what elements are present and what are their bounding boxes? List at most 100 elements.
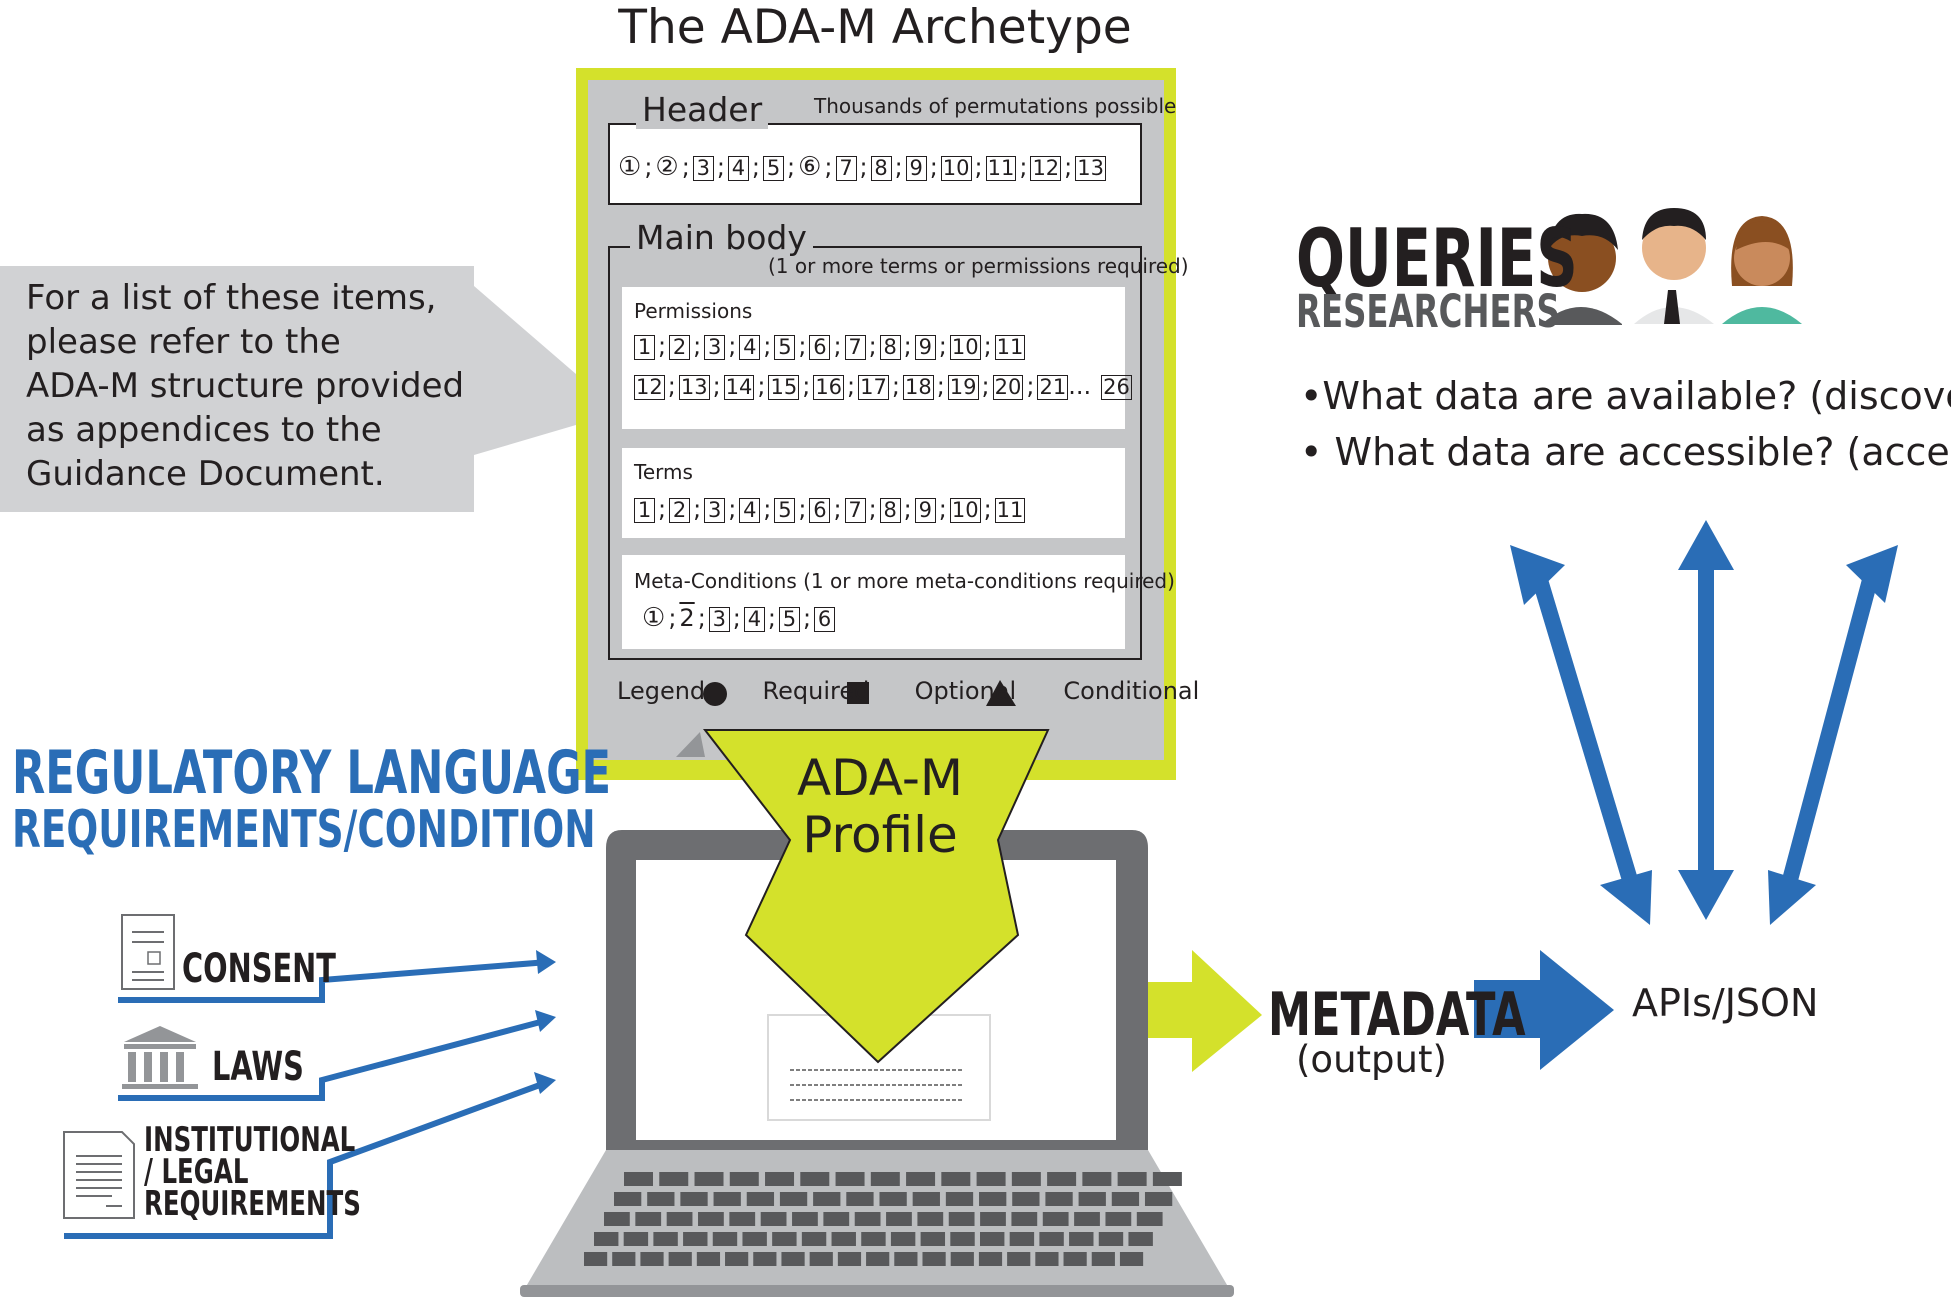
meta-condition-token-5: 5	[778, 607, 800, 632]
keyboard-key	[772, 1232, 797, 1246]
legend: Legend: Required Optional Conditional	[617, 676, 1199, 705]
token-separator: ;	[833, 495, 842, 523]
keyboard-key	[1045, 1192, 1073, 1206]
keyboard-key	[713, 1192, 741, 1206]
permission-token-3: 3	[704, 335, 726, 360]
permissions-row-2: 12;13;14;15;16;17;18;19;20;21...26	[634, 371, 1132, 400]
keyboard-key	[712, 1232, 738, 1246]
token-separator: ;	[847, 372, 856, 400]
keyboard-key	[886, 1212, 912, 1226]
keyboard-key	[653, 1232, 678, 1246]
keyboard-key	[792, 1212, 818, 1226]
keyboard-key	[668, 1252, 692, 1266]
researcher-avatar-1	[1542, 213, 1622, 325]
term-token-10: 10	[949, 498, 981, 523]
permission-token-17: 17	[858, 375, 889, 400]
header-token-2: ②	[655, 152, 679, 182]
header-token-4: 4	[727, 156, 749, 181]
profile-line-1: ADA-M	[796, 749, 964, 807]
term-token-11: 11	[994, 498, 1026, 523]
courthouse-icon	[122, 1026, 198, 1089]
permission-token-12: 12	[634, 375, 665, 400]
regulatory-title: REGULATORY LANGUAGE	[12, 738, 612, 808]
keyboard-key	[594, 1232, 619, 1246]
term-token-6: 6	[809, 498, 831, 523]
header-token-5: 5	[763, 156, 784, 181]
permission-token-8: 8	[879, 335, 901, 360]
keyboard-key	[1069, 1232, 1094, 1246]
keyboard-key	[809, 1252, 833, 1266]
keyboard-key	[760, 1212, 787, 1226]
token-separator: ;	[974, 153, 983, 181]
keyboard-key	[683, 1232, 708, 1246]
term-token-4: 4	[739, 498, 761, 523]
keyboard-key	[635, 1212, 662, 1226]
consent-document-icon	[121, 914, 175, 990]
terms-title: Terms	[634, 460, 693, 484]
keyboard-key	[640, 1252, 664, 1266]
regulatory-arrowheads	[534, 950, 556, 1094]
keyboard-key	[950, 1232, 975, 1246]
permission-token-9: 9	[914, 335, 936, 360]
diagram-title: The ADA-M Archetype	[618, 0, 1132, 55]
token-separator: ;	[833, 332, 842, 360]
permission-token-19: 19	[947, 375, 979, 400]
token-separator: ;	[983, 332, 992, 360]
keyboard-key	[1098, 1232, 1124, 1246]
keyboard-key	[1078, 1192, 1106, 1206]
token-separator: ;	[787, 153, 796, 181]
permission-token-26: 26	[1101, 375, 1132, 400]
legend-required-icon	[703, 682, 727, 706]
token-separator: ;	[728, 495, 737, 523]
meta-condition-token-6: 6	[814, 607, 836, 632]
keyboard-key	[866, 1252, 890, 1266]
query-bullet-2: • What data are accessible? (access)	[1300, 430, 1951, 474]
metadata-title: METADATA	[1268, 980, 1526, 1050]
keyboard-key	[976, 1172, 1006, 1186]
header-token-1: ①	[618, 152, 642, 182]
institutional-line-1: INSTITUTIONAL	[144, 1120, 356, 1160]
permission-token-13: 13	[678, 375, 710, 400]
queries-title: QUERIES	[1296, 212, 1578, 305]
keyboard-key	[1012, 1192, 1040, 1206]
header-token-3: 3	[692, 156, 714, 181]
institutional-line-2: / LEGAL	[144, 1152, 249, 1192]
permissions-panel: Permissions 1;2;3;4;5;6;7;8;9;10;11 12;1…	[622, 287, 1132, 429]
permission-token-14: 14	[723, 375, 755, 400]
header-token-7: 7	[835, 156, 857, 181]
permission-token-10: 10	[949, 335, 981, 360]
profile-arrow-shape	[702, 729, 1050, 1064]
token-separator: ;	[732, 604, 741, 632]
keyboard-key	[753, 1252, 777, 1266]
permission-token-18: 18	[902, 375, 934, 400]
token-separator: ;	[938, 332, 947, 360]
institutional-label: INSTITUTIONAL / LEGAL REQUIREMENTS	[144, 1120, 361, 1221]
keyboard-key	[801, 1232, 827, 1246]
token-separator: ;	[868, 332, 877, 360]
legend-conditional-label: Conditional	[1063, 677, 1200, 705]
keyboard-key	[1042, 1212, 1069, 1226]
header-label: Header	[636, 90, 769, 129]
keyboard-key	[941, 1172, 971, 1186]
token-separator: ;	[693, 332, 702, 360]
meta-condition-token-3: 3	[708, 607, 730, 632]
keyboard-key	[948, 1212, 975, 1226]
callout-text: For a list of these items, please refer …	[26, 278, 465, 494]
keyboard-key	[879, 1192, 907, 1206]
keyboard-key	[1039, 1232, 1064, 1246]
token-separator: ;	[802, 604, 812, 632]
keyboard-key	[1082, 1172, 1112, 1186]
token-separator: ;	[763, 332, 772, 360]
permissions-title: Permissions	[634, 299, 753, 323]
token-separator: ;	[728, 332, 737, 360]
keyboard-key	[870, 1172, 900, 1186]
permission-token-1: 1	[634, 335, 655, 360]
token-separator: ;	[929, 153, 938, 181]
token-separator: ;	[693, 495, 702, 523]
token-separator: ;	[658, 332, 667, 360]
metadata-subtitle: (output)	[1296, 1038, 1447, 1081]
token-separator: ;	[859, 153, 868, 181]
meta-conditions-panel: Meta-Conditions (1 or more meta-conditio…	[622, 555, 1175, 649]
institutional-document-icon	[63, 1131, 135, 1219]
researcher-avatar-2	[1634, 208, 1714, 324]
